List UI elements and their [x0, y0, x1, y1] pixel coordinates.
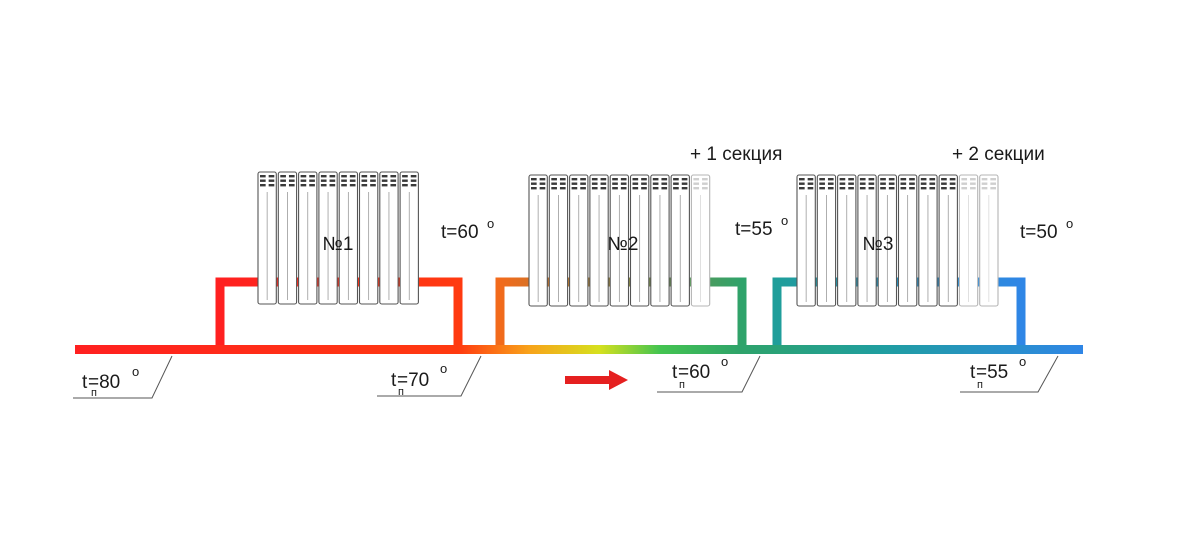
supply-temp-3-degree: o: [721, 354, 728, 369]
radiator-2: [528, 174, 711, 307]
supply-temp-2-degree: o: [440, 361, 447, 376]
supply-temp-1-t: t: [82, 372, 88, 393]
radiator-section: [277, 171, 298, 305]
supply-temp-3-value: =60: [678, 362, 710, 383]
supply-temp-1-degree: o: [132, 364, 139, 379]
outlet-temp-2: t=55: [735, 219, 773, 240]
radiator-3-label: №3: [863, 234, 894, 255]
radiator-extra-section: [979, 174, 999, 307]
radiator-extra-section: [958, 174, 979, 307]
outlet-temp-1-degree: o: [487, 216, 494, 231]
radiator-section: [298, 171, 318, 305]
radiator-section: [318, 171, 338, 305]
radiator-section: [857, 174, 877, 307]
radiator-section: [399, 171, 419, 305]
outlet-temp-3-degree: o: [1066, 216, 1073, 231]
radiator-section: [796, 174, 816, 307]
main-pipe: [75, 345, 1083, 354]
radiator-extra-section: [690, 174, 711, 307]
supply-temp-4-t: t: [970, 362, 976, 383]
radiator-3: [796, 174, 999, 307]
outlet-temp-1: t=60: [441, 222, 479, 243]
supply-temp-4-value: =55: [976, 362, 1008, 383]
radiator-section: [837, 174, 857, 307]
radiator-section: [877, 174, 898, 307]
radiator-section: [528, 174, 548, 307]
radiator-1: [257, 171, 419, 305]
supply-temp-1: t п =80 o: [73, 355, 173, 399]
supply-temp-2-value: =70: [397, 370, 429, 391]
radiator-section: [897, 174, 918, 307]
radiator-section: [379, 171, 399, 305]
supply-temp-4-sub: п: [977, 379, 983, 391]
radiator-2-label: №2: [608, 234, 639, 255]
radiator-section: [670, 174, 690, 307]
radiator-section: [569, 174, 589, 307]
supply-temp-3-sub: п: [679, 379, 685, 391]
supply-temp-4: t п =55 o: [960, 354, 1059, 393]
radiator-section: [816, 174, 837, 307]
supply-temp-3: t п =60 o: [657, 354, 761, 393]
flow-arrow-icon: [565, 370, 628, 390]
radiator-section: [257, 171, 277, 305]
supply-temp-4-degree: o: [1019, 354, 1026, 369]
supply-temp-3-t: t: [672, 362, 678, 383]
supply-temp-2-sub: п: [398, 386, 404, 398]
supply-temp-2-t: t: [391, 370, 397, 391]
radiator-section: [338, 171, 359, 305]
radiator-section: [650, 174, 670, 307]
radiator-1-label: №1: [323, 234, 354, 255]
radiator-section: [918, 174, 938, 307]
extra-sections-label-2: + 1 секция: [690, 144, 782, 165]
radiator-section: [609, 174, 630, 307]
supply-temp-1-sub: п: [91, 387, 97, 399]
radiator-section: [629, 174, 650, 307]
extra-sections-label-3: + 2 секции: [952, 144, 1045, 165]
outlet-temp-3: t=50: [1020, 222, 1058, 243]
outlet-temp-2-degree: o: [781, 213, 788, 228]
radiator-section: [938, 174, 958, 307]
radiator-section: [548, 174, 569, 307]
supply-temp-1-value: =80: [88, 372, 120, 393]
radiator-section: [358, 171, 379, 305]
radiator-section: [589, 174, 609, 307]
supply-temp-2: t п =70 o: [377, 355, 482, 398]
